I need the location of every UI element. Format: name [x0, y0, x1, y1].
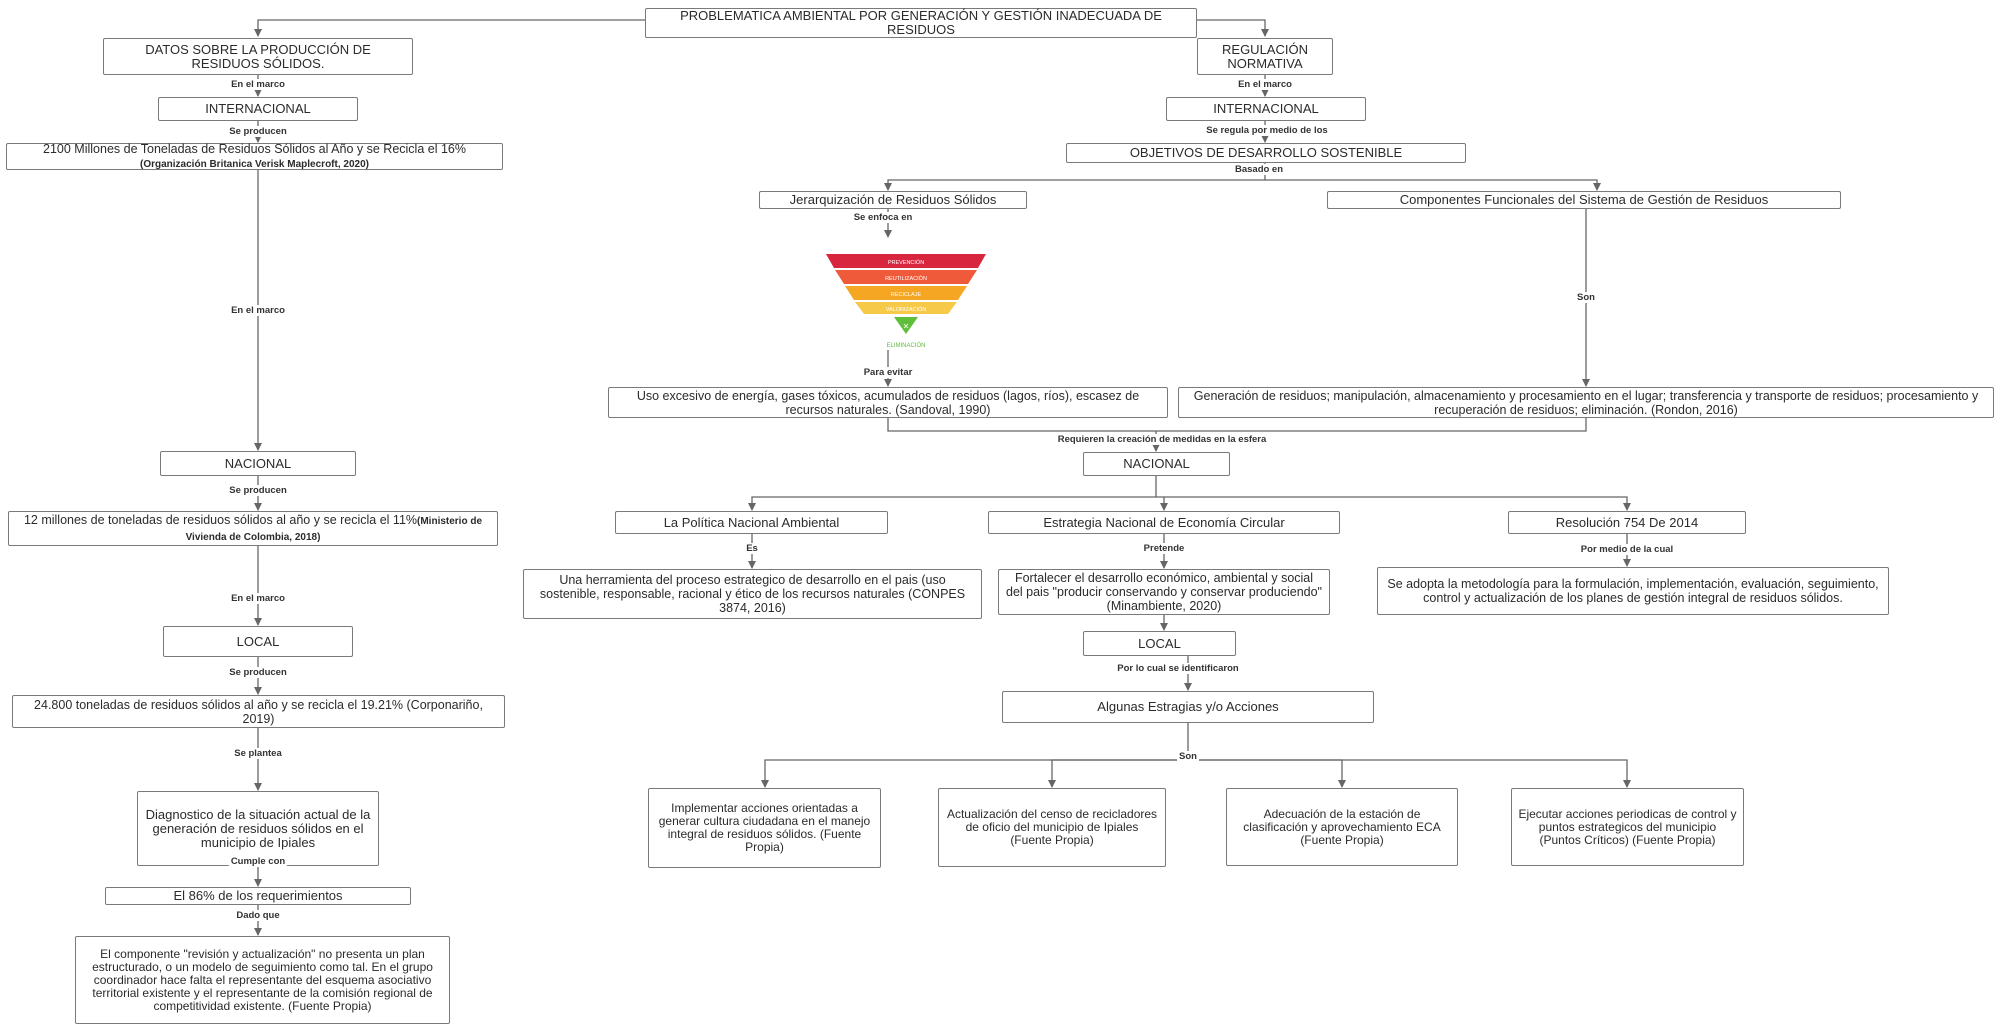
generacion-node[interactable]: Generación de residuos; manipulación, al… — [1178, 387, 1994, 418]
label-en-el-marco: En el marco — [229, 305, 287, 316]
ods-node[interactable]: OBJETIVOS DE DESARROLLO SOSTENIBLE — [1066, 143, 1466, 163]
waste-hierarchy-pyramid: PREVENCIÓN REUTILIZACIÓN RECICLAJE VALOR… — [826, 254, 986, 349]
intl-fact-node[interactable]: 2100 Millones de Toneladas de Residuos S… — [6, 141, 503, 170]
internacional-left-node[interactable]: INTERNACIONAL — [158, 97, 358, 121]
label-en-el-marco: En el marco — [229, 593, 287, 604]
label-por-medio: Por medio de la cual — [1578, 544, 1676, 555]
label-se-regula: Se regula por medio de los — [1204, 125, 1330, 136]
label-dado-que: Dado que — [234, 910, 282, 921]
estrategias-node[interactable]: Algunas Estragias y/o Acciones — [1002, 691, 1374, 723]
pyramid-label-reciclaje: RECICLAJE — [891, 292, 922, 298]
label-cumple-con: Cumple con — [228, 856, 288, 867]
label-en-el-marco: En el marco — [229, 79, 287, 90]
local-right-node[interactable]: LOCAL — [1083, 631, 1236, 656]
label-se-producen: Se producen — [227, 485, 289, 496]
internacional-right-node[interactable]: INTERNACIONAL — [1166, 97, 1366, 121]
nacional-right-node[interactable]: NACIONAL — [1083, 452, 1230, 476]
intl-fact-source: (Organización Britanica Verisk Maplecrof… — [140, 158, 369, 170]
regulacion-node[interactable]: REGULACIÓN NORMATIVA — [1197, 38, 1333, 75]
pyramid-label-eliminacion: ELIMINACIÓN — [886, 342, 925, 349]
accion-3-node[interactable]: Adecuación de la estación de clasificaci… — [1226, 788, 1458, 866]
label-en-el-marco: En el marco — [1236, 79, 1294, 90]
label-requieren: Requieren la creación de medidas en la e… — [1055, 434, 1269, 445]
accion-1-node[interactable]: Implementar acciones orientadas a genera… — [648, 788, 881, 868]
label-se-producen: Se producen — [227, 667, 289, 678]
requerimientos-node[interactable]: El 86% de los requerimientos — [105, 887, 411, 905]
nac-fact-source: (Ministerio de Vivienda de Colombia, 201… — [185, 515, 483, 543]
nac-fact-node[interactable]: 12 millones de toneladas de residuos sól… — [8, 511, 498, 546]
nacional-left-node[interactable]: NACIONAL — [160, 451, 356, 476]
politica-node[interactable]: La Política Nacional Ambiental — [615, 511, 888, 534]
intl-fact-text: 2100 Millones de Toneladas de Residuos S… — [43, 141, 466, 156]
label-son: Son — [1575, 292, 1597, 303]
adopta-node[interactable]: Se adopta la metodología para la formula… — [1377, 567, 1889, 615]
root-node[interactable]: PROBLEMATICA AMBIENTAL POR GENERACIÓN Y … — [645, 8, 1197, 38]
fortalecer-node[interactable]: Fortalecer el desarrollo económico, ambi… — [998, 569, 1330, 615]
jerarquizacion-node[interactable]: Jerarquización de Residuos Sólidos — [759, 191, 1027, 209]
accion-2-node[interactable]: Actualización del censo de recicladores … — [938, 788, 1166, 867]
pyramid-label-valorizacion: VALORIZACIÓN — [886, 306, 927, 313]
label-por-lo-cual: Por lo cual se identificaron — [1115, 663, 1241, 674]
pyramid-level-reciclaje — [845, 286, 967, 300]
pyramid-level-prevencion — [826, 254, 986, 268]
pyramid-label-prevencion: PREVENCIÓN — [888, 259, 924, 266]
pyramid-check-icon: ✕ — [903, 322, 910, 331]
diagnostico-node[interactable]: Diagnostico de la situación actual de la… — [137, 791, 379, 866]
pyramid-label-reutilizacion: REUTILIZACIÓN — [885, 275, 927, 282]
label-se-plantea: Se plantea — [232, 748, 284, 759]
datos-node[interactable]: DATOS SOBRE LA PRODUCCIÓN DE RESIDUOS SÓ… — [103, 38, 413, 75]
label-se-producen: Se producen — [227, 126, 289, 137]
label-se-enfoca: Se enfoca en — [851, 212, 915, 223]
uso-excesivo-node[interactable]: Uso excesivo de energía, gases tóxicos, … — [608, 387, 1168, 418]
herramienta-node[interactable]: Una herramienta del proceso estrategico … — [523, 569, 982, 619]
componentes-node[interactable]: Componentes Funcionales del Sistema de G… — [1327, 191, 1841, 209]
label-son: Son — [1177, 751, 1199, 762]
nac-fact-text: 12 millones de toneladas de residuos sól… — [23, 512, 418, 527]
pyramid-level-eliminacion — [894, 317, 918, 334]
resolucion-node[interactable]: Resolución 754 De 2014 — [1508, 511, 1746, 534]
accion-4-node[interactable]: Ejecutar acciones periodicas de control … — [1511, 788, 1744, 866]
label-para-evitar: Para evitar — [861, 367, 915, 378]
label-es: Es — [744, 543, 760, 554]
label-pretende: Pretende — [1141, 543, 1187, 554]
pyramid-level-valorizacion — [855, 302, 957, 314]
componente-node[interactable]: El componente "revisión y actualización"… — [75, 936, 450, 1024]
local-left-node[interactable]: LOCAL — [163, 626, 353, 657]
local-fact-node[interactable]: 24.800 toneladas de residuos sólidos al … — [12, 695, 505, 728]
pyramid-level-reutilizacion — [835, 270, 977, 284]
estrategia-node[interactable]: Estrategia Nacional de Economía Circular — [988, 511, 1340, 534]
label-basado-en: Basado en — [1232, 164, 1286, 175]
